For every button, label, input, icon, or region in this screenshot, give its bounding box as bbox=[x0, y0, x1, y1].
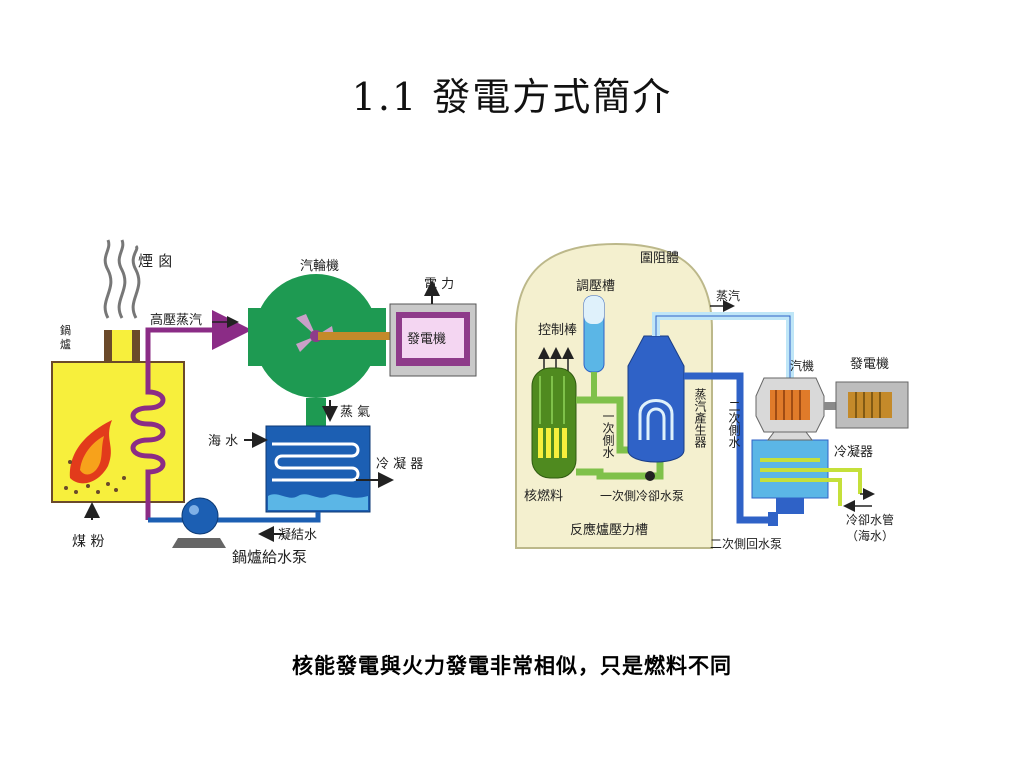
nuclear-steam-pipe-edge bbox=[655, 315, 791, 378]
nuclear-plant: 圍阻體 調壓槽 控制棒 核燃料 一次側水 一次側冷卻水泵 蒸汽產生器 bbox=[515, 242, 909, 551]
feed-pump-icon bbox=[181, 497, 219, 535]
cooling-pipe-in bbox=[820, 468, 862, 494]
condensate-label: 凝結水 bbox=[278, 527, 317, 543]
condenser-coil bbox=[272, 442, 360, 482]
nuclear-condenser-label: 冷凝器 bbox=[834, 444, 873, 460]
primary-loop bbox=[576, 396, 664, 480]
boiler-coil bbox=[130, 336, 166, 520]
turbine-label: 汽輪機 bbox=[300, 258, 339, 274]
generator-label: 發電機 bbox=[407, 332, 446, 347]
smoke-icon bbox=[117, 239, 127, 319]
nuclear-turbine-label: 汽機 bbox=[790, 358, 814, 373]
generator-panel bbox=[402, 318, 464, 358]
high-pressure-steam-label: 高壓蒸汽 bbox=[150, 312, 202, 328]
steam-pipe bbox=[145, 310, 252, 350]
slide-caption: 核能發電與火力發電非常相似，只是燃料不同 bbox=[292, 653, 732, 678]
secondary-pump-label: 二次側回水泵 bbox=[710, 537, 782, 551]
smoke-icon bbox=[103, 239, 113, 319]
nuclear-generator-fins bbox=[855, 392, 881, 418]
nuclear-turbine-blades bbox=[775, 390, 801, 420]
primary-pump-icon bbox=[645, 471, 655, 481]
boiler-label-bottom: 爐 bbox=[60, 337, 71, 351]
smoke-icon bbox=[131, 244, 141, 319]
return-pipe bbox=[212, 512, 321, 523]
chimney-label: 煙 囪 bbox=[138, 252, 173, 270]
cooling-pipe-out bbox=[820, 478, 842, 506]
feed-pump-label: 鍋爐給水泵 bbox=[232, 548, 307, 566]
steam-generator-tubes bbox=[638, 399, 674, 440]
sea-water-label: 海 水 bbox=[208, 434, 238, 449]
nuclear-condenser-hotwell bbox=[776, 498, 804, 514]
primary-water-label: 一次側水 bbox=[601, 410, 615, 458]
nuclear-condenser-coil bbox=[760, 458, 820, 482]
fuel-rods bbox=[538, 428, 567, 458]
steam-generator-label: 蒸汽產生器 bbox=[693, 388, 707, 449]
primary-pump-label: 一次側冷卻水泵 bbox=[600, 489, 684, 503]
secondary-return-pipe bbox=[684, 372, 770, 524]
reactor-vessel bbox=[531, 367, 577, 479]
nuclear-generator-core bbox=[848, 392, 892, 418]
control-rod-label: 控制棒 bbox=[538, 323, 577, 338]
pressurizer-label: 調壓槽 bbox=[576, 279, 615, 294]
containment-label: 圍阻體 bbox=[640, 251, 679, 266]
pump-highlight bbox=[189, 505, 199, 515]
chimney-inner bbox=[112, 330, 132, 362]
nuclear-steam-label: 蒸汽 bbox=[716, 288, 740, 303]
thermal-plant: 煙 囪 鍋 爐 高壓蒸汽 汽輪機 發電機 電 力 bbox=[51, 239, 477, 566]
power-label: 電 力 bbox=[424, 277, 454, 292]
nuclear-exhaust bbox=[767, 431, 813, 441]
fuel-label: 核燃料 bbox=[524, 488, 563, 504]
flame-core-icon bbox=[80, 436, 104, 475]
cooling-pipe-label: 冷卻水管 bbox=[846, 512, 894, 527]
exhaust-duct bbox=[306, 398, 326, 426]
cooling-sea-water-label: （海水） bbox=[846, 528, 894, 543]
secondary-pump-icon bbox=[768, 512, 778, 526]
turbine-shaft bbox=[318, 332, 390, 340]
pressurizer-top bbox=[584, 296, 604, 324]
pump-base bbox=[172, 538, 226, 548]
condenser-label: 冷 凝 器 bbox=[376, 456, 423, 472]
slide-title: 1.1 發電方式簡介 bbox=[351, 75, 673, 119]
coal-powder-label: 煤 粉 bbox=[72, 534, 104, 550]
secondary-water-label: 二次側水 bbox=[727, 400, 741, 448]
steam-label: 蒸 氣 bbox=[340, 405, 370, 420]
boiler-label-top: 鍋 bbox=[60, 323, 71, 337]
reactor-lines bbox=[539, 376, 565, 424]
nuclear-generator-label: 發電機 bbox=[850, 357, 889, 372]
condenser-water bbox=[268, 494, 368, 510]
coal-particles bbox=[64, 460, 126, 494]
reactor-vessel-label: 反應爐壓力槽 bbox=[570, 522, 648, 538]
turbine-blade-icon bbox=[296, 314, 334, 352]
